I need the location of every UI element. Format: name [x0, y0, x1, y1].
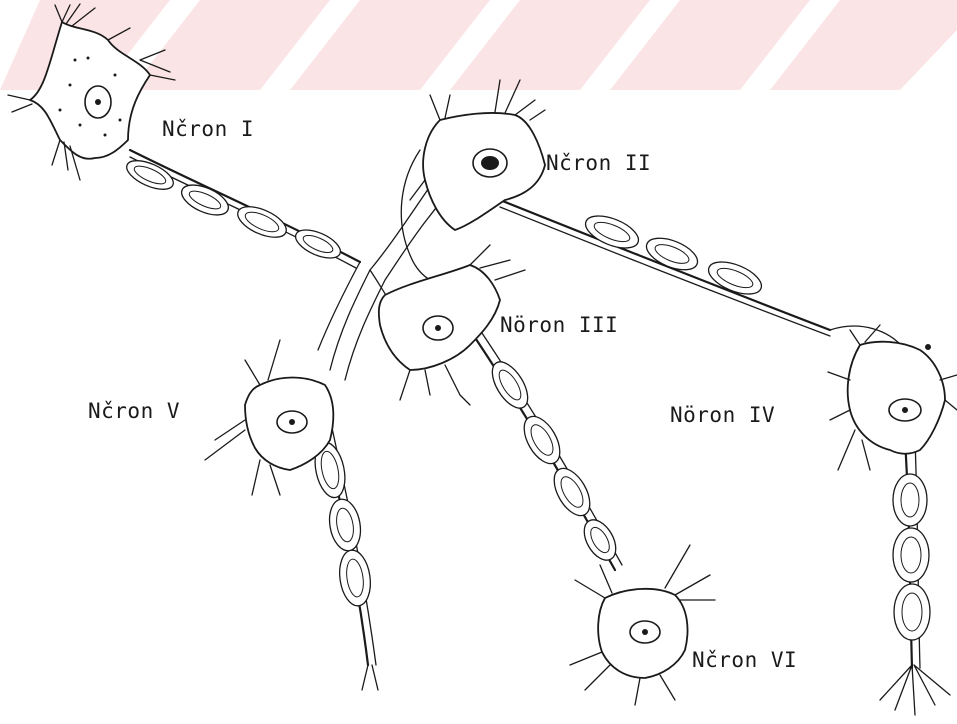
label-neuron-1: Nčron I — [162, 117, 254, 141]
label-neuron-5: Nčron V — [88, 399, 180, 423]
neuron-4 — [828, 325, 957, 470]
nucleolus — [642, 629, 648, 635]
myelin-segment — [894, 584, 930, 640]
myelin-segment — [893, 474, 927, 526]
label-neuron-6: Nčron VI — [692, 648, 797, 672]
granule — [69, 84, 72, 87]
axon-terminal-dot — [925, 344, 931, 350]
myelin-segment — [581, 209, 643, 254]
granule — [59, 109, 62, 112]
cell-body — [848, 342, 945, 454]
granule — [79, 124, 82, 127]
nucleolus — [481, 156, 499, 170]
myelin-segment — [336, 548, 374, 608]
neuron-2 — [410, 80, 545, 230]
label-neuron-2: Nčron II — [546, 151, 651, 175]
watermark-stripe — [290, 0, 490, 90]
granule — [87, 57, 90, 60]
nucleolus — [289, 419, 295, 425]
label-neuron-4: Nöron IV — [670, 403, 775, 427]
crossing-fiber — [318, 262, 360, 350]
granule — [119, 119, 122, 122]
nucleolus — [95, 99, 101, 105]
axon-terminals-5 — [362, 665, 378, 690]
myelin-segment — [233, 200, 290, 243]
neuron-6 — [570, 545, 715, 705]
myelin-sheaths — [123, 155, 930, 640]
watermark-stripe — [450, 0, 650, 90]
myelin-segment — [517, 410, 567, 469]
neuron-5 — [205, 340, 333, 495]
nucleolus — [902, 407, 908, 413]
granule — [104, 134, 107, 137]
granule — [74, 59, 77, 62]
myelin-segment — [547, 462, 597, 521]
nucleolus — [435, 325, 441, 331]
granule — [114, 74, 117, 77]
myelin-segment — [326, 497, 365, 553]
label-neuron-3: Nöron III — [500, 313, 618, 337]
axon-terminals-4 — [880, 665, 950, 715]
watermark-stripe — [610, 0, 810, 90]
myelin-segment — [578, 514, 623, 565]
myelin-segment — [893, 528, 929, 582]
